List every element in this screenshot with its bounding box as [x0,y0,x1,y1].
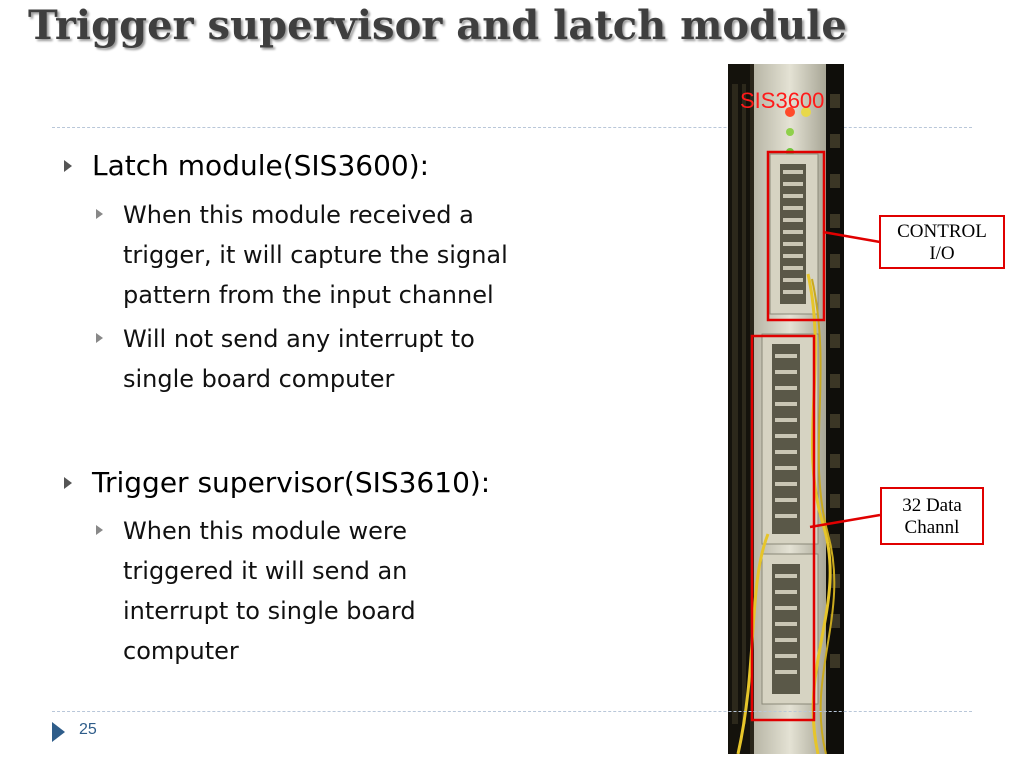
bullet-arrow-icon [64,160,72,172]
sub-bullet-line: When this module received a [123,201,474,229]
sub-bullet-line: computer [123,637,239,665]
bullet-trigger-supervisor: Trigger supervisor(SIS3610): [92,466,491,499]
sub-bullet-arrow-icon [96,333,103,343]
sub-bullet-text: Will not send any interrupt to single bo… [123,319,475,399]
bottom-divider [52,711,972,712]
callout-line: Channl [904,517,960,538]
bullet-arrow-icon [64,477,72,489]
bullet-latch-module: Latch module(SIS3600): [92,149,430,182]
top-divider [52,127,972,128]
control-io-callout: CONTROL I/O [879,215,1005,269]
callout-line: 32 Data [902,495,962,516]
callout-line: CONTROL [897,221,987,242]
sub-bullet-text: When this module received a trigger, it … [123,195,508,315]
sub-bullet-line: Will not send any interrupt to [123,325,475,353]
sub-bullet-line: interrupt to single board [123,597,416,625]
sub-bullet-line: When this module were [123,517,408,545]
module-name-label: SIS3600 [740,88,825,113]
sub-bullet-line: trigger, it will capture the signal [123,241,508,269]
sub-bullet-line: single board computer [123,365,395,393]
slide-title: Trigger supervisor and latch module [28,2,847,49]
sub-bullet-arrow-icon [96,209,103,219]
data-channel-callout: 32 Data Channl [880,487,984,545]
sub-bullet-line: triggered it will send an [123,557,408,585]
module-photo [728,64,844,754]
page-number: 25 [79,721,97,738]
sub-bullet-text: When this module were triggered it will … [123,511,416,671]
callout-line: I/O [929,243,955,264]
sub-bullet-arrow-icon [96,525,103,535]
sub-bullet-line: pattern from the input channel [123,281,494,309]
footer-arrow-icon [52,722,65,742]
